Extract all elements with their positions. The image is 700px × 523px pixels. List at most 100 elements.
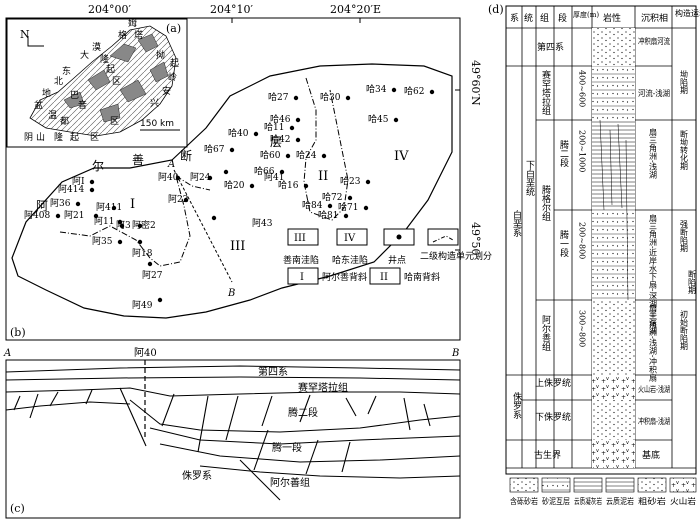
region-label-shan: 善 — [132, 152, 144, 167]
legend-label-ii: 哈南背斜 — [404, 271, 440, 283]
well-label: 阿43 — [252, 218, 273, 229]
facies-fan-delta-alluvial: 扇三角洲-浅湖-冲积扇 — [649, 303, 658, 382]
thickness-teng1: 200~800 — [578, 222, 587, 259]
well-label: 阿21 — [64, 210, 84, 221]
well-dot-icon — [93, 213, 99, 219]
facies-basement: 基底 — [642, 449, 660, 461]
header-lithology: 岩性 — [603, 12, 621, 24]
legend-label-i: 阿尔善背斜 — [322, 271, 367, 283]
inset-region-char: 巴 — [70, 90, 79, 101]
legend-box-i — [287, 267, 319, 285]
series-lower-cretaceous: 下白垩统 — [524, 160, 535, 197]
well-label: 阿11 — [94, 216, 114, 227]
tectonic-strong-rift: 强断陷期 — [680, 220, 689, 253]
well-label: 哈72 — [322, 191, 342, 203]
region-label-er: 尔 — [92, 158, 104, 173]
well-label: 哈66 — [254, 165, 275, 177]
legend-label-boundary: 二级构造单元划分 — [420, 250, 492, 262]
well-dot-icon — [321, 153, 327, 159]
header-thickness: 厚度(m) — [573, 10, 599, 19]
well-dot-icon — [327, 203, 333, 209]
section-c-end-b: B — [451, 348, 459, 359]
system-paleozoic: 古生界 — [534, 449, 561, 461]
inset-region-char: 拗 — [156, 49, 165, 61]
lon-tick-3: 204°20′E — [330, 3, 381, 16]
thickness-aershan: 300~800 — [578, 310, 587, 347]
well-label: 阿408 — [24, 210, 50, 221]
well-label: 哈46 — [270, 113, 291, 125]
legend-sym-ii: II — [380, 272, 388, 283]
well-dot-icon — [279, 169, 285, 175]
legend-pebbly-sandstone: 含砾砂岩 — [510, 496, 538, 506]
legend-sym-i: I — [300, 272, 304, 283]
well-dot-icon — [345, 95, 351, 101]
well-label: 哈45 — [368, 113, 389, 125]
well-dot-icon — [393, 117, 399, 123]
system-jurassic: 侏罗系 — [511, 392, 522, 419]
well-label: 阿35 — [92, 236, 113, 247]
well-dot-icon — [303, 183, 309, 189]
well-dot-icon — [147, 261, 153, 267]
well-label: 哈24 — [296, 149, 317, 161]
lithology-column — [592, 28, 635, 468]
legend-sym-iii: III — [294, 233, 306, 244]
header-formation: 组 — [540, 12, 549, 24]
system-cretaceous: 白垩系 — [511, 209, 522, 237]
panel-b-label: (b) — [10, 326, 26, 339]
region-label-a: 阿 — [36, 199, 48, 213]
facies-alluvial-river: 冲积扇河流 — [638, 36, 670, 46]
well-dot-icon — [137, 223, 143, 229]
well-label: 哈27 — [268, 91, 289, 103]
inset-region-char: 阴 — [24, 132, 33, 143]
inset-map: (a) N 东 北 地 盆 阴 山 隆 起 区 — [6, 17, 188, 148]
unit-label-i: I — [130, 197, 135, 212]
well-dot-icon — [295, 117, 301, 123]
legend-label-iii: 善南洼陷 — [283, 254, 319, 266]
facies-river-lake: 河流-浅湖 — [638, 88, 670, 98]
well-label: 阿3 — [116, 220, 131, 231]
unit-teng1: 腾一段 — [272, 441, 302, 454]
inset-region-char: 山 — [36, 132, 45, 143]
well-dot-icon — [117, 239, 123, 245]
tectonic-depression: 坳陷期 — [680, 69, 689, 95]
region-label-duan: 断 — [180, 148, 192, 163]
map-panel: 204°00′ 204°10′ 204°20′E 49°60′N 49°50′ … — [5, 3, 492, 341]
panel-c-label: (c) — [10, 502, 25, 515]
well-label: 哈40 — [228, 127, 249, 139]
well-dot-icon — [429, 89, 435, 95]
well-dot-icon — [365, 179, 371, 185]
well-label: 阿40 — [158, 172, 179, 183]
inset-region-char: 区 — [90, 132, 99, 143]
thickness-teng2: 200~1000 — [578, 130, 587, 172]
section-well-label: 阿40 — [134, 347, 157, 359]
legend-box-ii — [369, 267, 401, 285]
inset-region-char: 安 — [162, 85, 171, 97]
inset-region-char: 大 — [80, 49, 89, 61]
well-dot-icon — [119, 223, 125, 229]
legend-boundary-line-icon — [432, 235, 454, 243]
horizons — [5, 365, 461, 479]
legend-volcanic: 火山岩 — [670, 496, 696, 506]
unit-saihantala: 赛罕塔拉组 — [298, 381, 348, 394]
north-arrow-icon — [27, 36, 44, 47]
legend-dolomitic-tuff: 云质凝灰岩 — [574, 496, 602, 506]
well-dot-icon — [175, 175, 181, 181]
inset-region-char: 北 — [54, 76, 63, 87]
inset-region-char: 起 — [170, 58, 179, 69]
facies-fan-delta-lake: 扇三角洲-浅湖 — [649, 127, 658, 180]
legend-box-iv — [336, 228, 368, 246]
well-label: 阿41 — [264, 172, 284, 183]
unit-aershan: 阿尔善组 — [270, 476, 310, 489]
well-label: 哈42 — [270, 133, 290, 145]
panel-a-label: (a) — [166, 22, 181, 35]
well-dot-icon — [157, 297, 163, 303]
well-label: 哈16 — [278, 179, 299, 191]
well-dot-icon — [391, 87, 397, 93]
well-dot-icon — [55, 213, 61, 219]
inset-region-char: 兴 — [150, 98, 159, 109]
inset-region-char: 姆 — [128, 17, 137, 29]
well-dot-icon — [347, 195, 353, 201]
well-dot-icon — [89, 187, 95, 193]
well-dot-icon — [223, 169, 229, 175]
formation-aershan: 阿尔善组 — [540, 315, 551, 351]
